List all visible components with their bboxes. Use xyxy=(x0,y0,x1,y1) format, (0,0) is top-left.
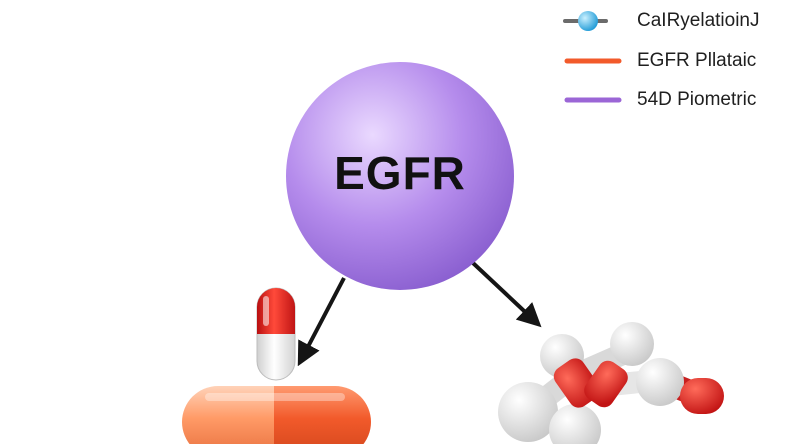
egfr-node-label: EGFR xyxy=(334,147,466,199)
arrow-to-molecule xyxy=(471,261,542,328)
legend-label-egfr-pllataic: EGFR Pllataic xyxy=(637,50,757,71)
molecule-icon xyxy=(498,322,724,444)
pill-icon xyxy=(182,386,371,444)
legend-swatch-calrylation xyxy=(563,11,608,31)
legend-label-54d-piometric: 54D Piometric xyxy=(637,89,757,110)
line-with-dot-icon xyxy=(578,11,598,31)
capsule-icon xyxy=(256,287,296,381)
legend xyxy=(563,11,622,103)
arrow-to-capsule xyxy=(297,277,346,367)
egfr-node xyxy=(286,62,514,290)
legend-label-calrylation: CaIRyelatioinJ xyxy=(637,10,760,31)
